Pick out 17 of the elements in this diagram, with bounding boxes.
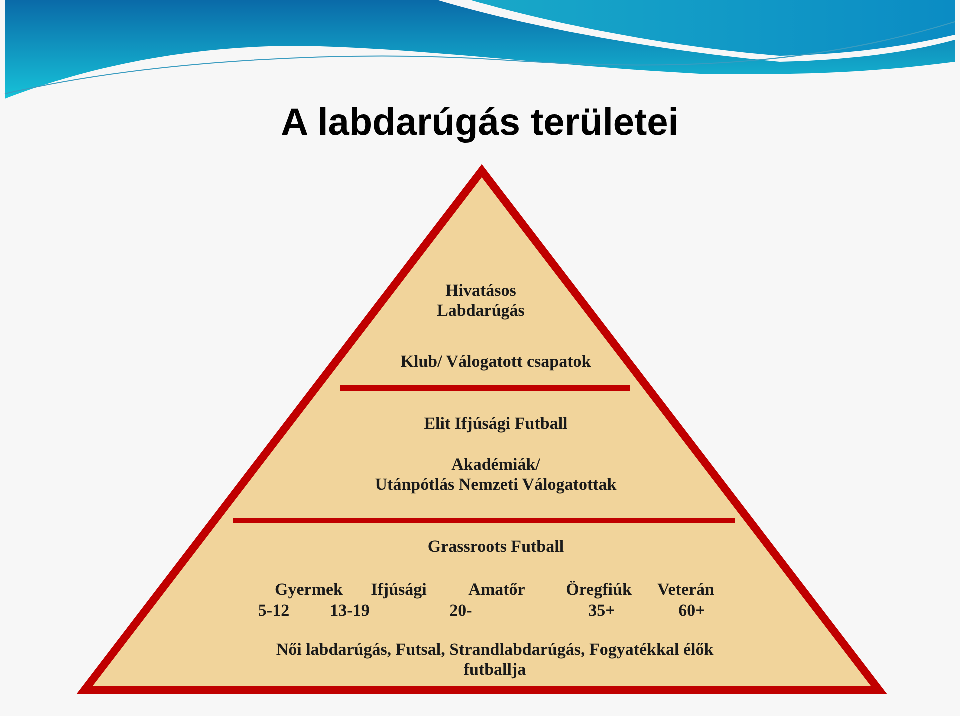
note-text: Női labdarúgás, Futsal, Strandlabdarúgás, Fogyatékkal élők futballja [275,640,715,680]
category-label: Amatőr [468,580,526,600]
category-label: Ifjúsági [371,580,427,600]
age-range-label: 5-12 [258,601,290,621]
level-label: Akadémiák/ Utánpótlás Nemzeti Válogatottak [374,455,618,495]
age-range-label: 20- [450,601,472,621]
level-label: Hivatásos Labdarúgás [436,281,526,321]
category-label: Gyermek [275,580,343,600]
age-range-label: 13-19 [330,601,370,621]
level-label: Elit Ifjúsági Futball [424,414,568,434]
level-label: Grassroots Futball [428,537,564,557]
page-title: A labdarúgás területei [281,102,679,144]
age-range-label: 35+ [588,601,616,621]
category-label: Veterán [658,580,714,600]
level-label: Klub/ Válogatott csapatok [400,352,592,372]
age-range-label: 60+ [678,601,706,621]
category-label: Öregfiúk [566,580,632,600]
